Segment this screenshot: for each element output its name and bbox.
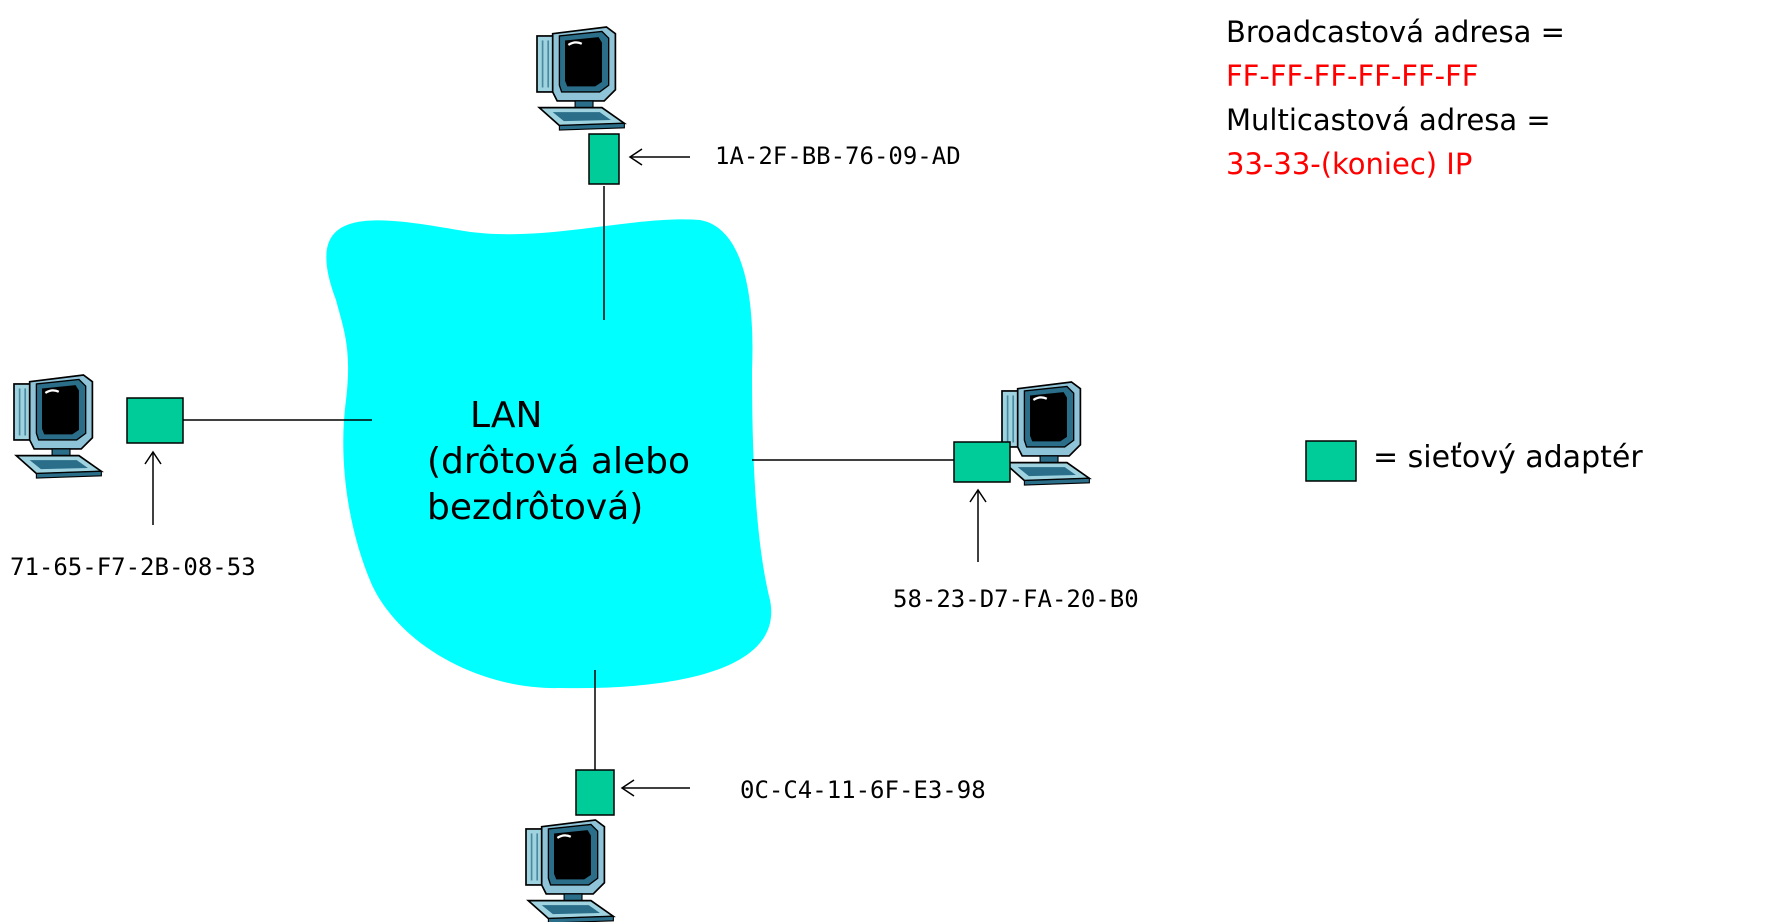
computer-icon xyxy=(12,373,103,480)
legend-adapter-text: = sieťový adaptér xyxy=(1373,440,1643,475)
legend-adapter-swatch xyxy=(1305,440,1357,482)
adapter-bottom xyxy=(575,769,615,816)
computer-icon xyxy=(524,818,615,922)
adapter-top xyxy=(588,133,620,185)
lan-cloud xyxy=(326,219,772,689)
mac-bottom: 0C-C4-11-6F-E3-98 xyxy=(740,776,986,804)
arrowhead-bottom xyxy=(620,779,635,797)
computer-icon xyxy=(535,25,626,132)
broadcast-value: FF-FF-FF-FF-FF-FF xyxy=(1226,59,1479,93)
adapter-right xyxy=(953,441,1011,483)
multicast-label: Multicastová adresa = xyxy=(1226,103,1551,137)
mac-top: 1A-2F-BB-76-09-AD xyxy=(715,142,961,170)
arrowhead-right xyxy=(969,488,987,503)
mac-right: 58-23-D7-FA-20-B0 xyxy=(893,585,1139,613)
address-info: Broadcastová adresa = FF-FF-FF-FF-FF-FF … xyxy=(1226,10,1565,186)
lan-subtitle-2: bezdrôtová) xyxy=(427,487,644,528)
computer-icon xyxy=(1000,380,1091,487)
arrowhead-left xyxy=(144,450,162,465)
adapter-left xyxy=(126,397,184,444)
lan-label: LAN xyxy=(470,395,543,436)
lan-subtitle-1: (drôtová alebo xyxy=(427,441,690,482)
mac-left: 71-65-F7-2B-08-53 xyxy=(10,553,256,581)
broadcast-label: Broadcastová adresa = xyxy=(1226,15,1565,49)
multicast-value: 33-33-(koniec) IP xyxy=(1226,147,1473,181)
arrowhead-top xyxy=(628,148,643,166)
